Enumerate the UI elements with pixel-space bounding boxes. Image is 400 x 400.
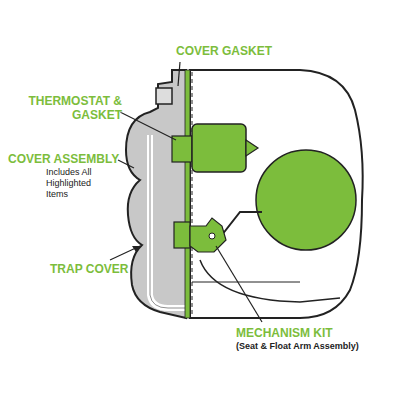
note: Includes All Highlighted Items (46, 167, 108, 200)
part-label: TRAP COVER (50, 262, 128, 276)
thermostat-tip (246, 140, 258, 156)
leader-line (216, 246, 262, 322)
leader-line (120, 112, 176, 140)
cover-gasket (185, 70, 190, 318)
trap-body (190, 70, 363, 318)
thermostat-element (192, 124, 246, 172)
pivot-pin (209, 233, 215, 239)
part-label: THERMOSTAT & GASKET (10, 94, 122, 122)
arrowhead (132, 246, 140, 252)
body-inner-wall (200, 260, 340, 302)
gasket-line (192, 72, 193, 316)
valve-seat (174, 222, 190, 248)
cover-bolt (156, 88, 172, 104)
part-label: MECHANISM KIT (236, 326, 333, 340)
note: (Seat & Float Arm Assembly) (236, 341, 359, 352)
leader-line (178, 62, 180, 86)
float-ball (256, 150, 356, 250)
part-label: COVER GASKET (176, 44, 272, 58)
part-label: COVER ASSEMBLY (8, 152, 119, 166)
trap-cover (126, 70, 186, 318)
mechanism-kit (190, 218, 226, 252)
leader-arrow (110, 246, 140, 260)
leader-line (118, 160, 134, 168)
body-inner-wall (192, 282, 300, 283)
